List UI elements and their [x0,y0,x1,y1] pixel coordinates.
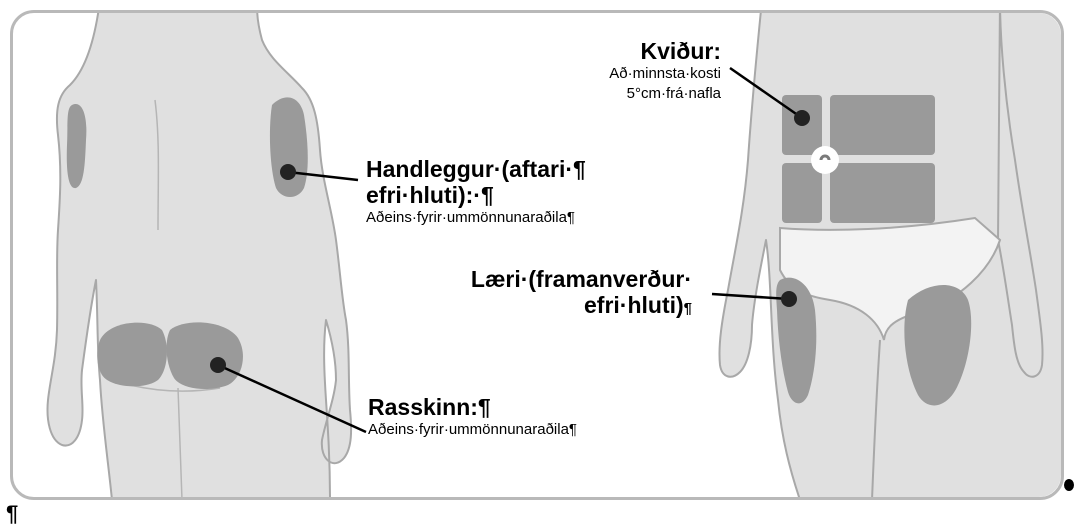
arm-title-line-2: efri·hluti):·¶ [366,182,586,208]
trailing-paragraph-mark: ¶ [6,504,18,524]
abdomen-label: Kviður: Að·minnsta·kosti 5°cm·frá·nafla [609,38,721,104]
abdomen-title: Kviður: [609,38,721,64]
arm-subtitle: Aðeins·fyrir·ummönnunaraðila¶ [366,208,586,228]
thigh-label: Læri·(framanverður· efri·hluti)¶ [471,266,692,319]
left-buttock-zone [97,323,167,387]
arm-title-line-1: Handleggur·(aftari·¶ [366,156,586,182]
buttock-label: Rasskinn:¶ Aðeins·fyrir·ummönnunaraðila¶ [368,394,577,440]
back-right-arm-zone [270,97,308,197]
buttock-subtitle: Aðeins·fyrir·ummönnunaraðila¶ [368,420,577,440]
abdomen-line-2: 5°cm·frá·nafla [609,84,721,104]
thigh-title-line-2: efri·hluti) [584,292,684,318]
thigh-paragraph-mark: ¶ [684,300,692,317]
right-buttock-zone [167,322,243,389]
arm-label: Handleggur·(aftari·¶ efri·hluti):·¶ Aðei… [366,156,586,228]
buttock-title: Rasskinn:¶ [368,394,577,420]
abdomen-line-1: Að·minnsta·kosti [609,64,721,84]
back-view-body [48,0,352,500]
navel [811,146,839,174]
trailing-bullet [1064,479,1074,491]
thigh-title-line-1: Læri·(framanverður· [471,266,692,292]
